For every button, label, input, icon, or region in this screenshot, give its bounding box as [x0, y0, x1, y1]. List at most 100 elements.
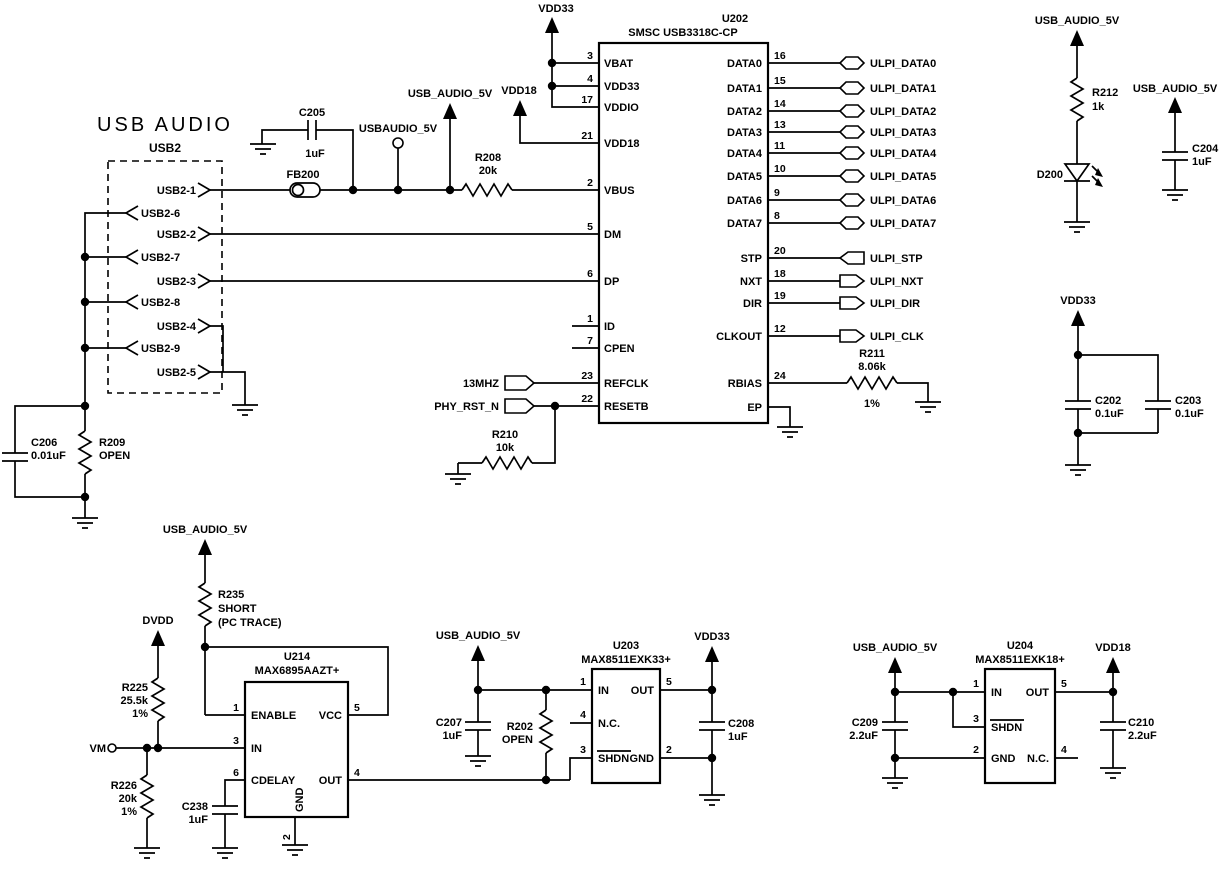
u203-ref: U203	[613, 640, 639, 652]
net-label: PHY_RST_N	[434, 401, 499, 413]
pin-number: 15	[774, 75, 786, 87]
vm-stub-circle	[107, 743, 117, 753]
component-ref: C202	[1095, 395, 1121, 407]
pin-number: 1	[233, 702, 239, 714]
component-note: (PC TRACE)	[218, 617, 282, 629]
component-ref: C205	[299, 107, 325, 119]
u202-ref: U202	[722, 13, 748, 25]
net-label: ULPI_DATA3	[870, 127, 936, 139]
pin-number: 17	[581, 94, 593, 106]
pin-number: 1	[973, 678, 979, 690]
net-label: VDD33	[538, 3, 573, 15]
pin-name: DATA4	[727, 148, 763, 160]
component-value: 1uF	[1192, 156, 1212, 168]
net-label: ULPI_NXT	[870, 276, 923, 288]
net-label: ULPI_DATA0	[870, 58, 936, 70]
component-value: 0.1uF	[1175, 408, 1204, 420]
pin-number: 3	[233, 735, 239, 747]
pin-name: GND	[991, 753, 1016, 765]
pin-number: 4	[580, 709, 586, 721]
usb2-pin-label: USB2-1	[157, 185, 196, 197]
component-ref: R212	[1092, 87, 1118, 99]
pin-name: DATA6	[727, 195, 762, 207]
pin-name: IN	[991, 687, 1002, 699]
component-ref: C208	[728, 718, 754, 730]
pin-name: CPEN	[604, 343, 635, 355]
pin-number: 22	[581, 393, 593, 405]
net-label: VDD18	[501, 85, 536, 97]
usb2-ref: USB2	[149, 141, 181, 155]
pin-name: DP	[604, 276, 619, 288]
net-label: USB_AUDIO_5V	[1035, 15, 1120, 27]
net-label: USBAUDIO_5V	[359, 123, 438, 135]
component-ref: R225	[122, 682, 148, 694]
net-label: ULPI_DATA1	[870, 83, 936, 95]
component-ref: R235	[218, 589, 244, 601]
pin-number: 11	[774, 140, 785, 152]
component-value: 1uF	[728, 731, 748, 743]
component-value: 1uF	[305, 148, 325, 160]
component-value: OPEN	[502, 734, 533, 746]
page-title: USB AUDIO	[97, 114, 233, 136]
u204-ic-body	[983, 667, 1057, 785]
pin-name: OUT	[631, 685, 655, 697]
net-label: ULPI_DATA2	[870, 106, 936, 118]
pin-number: 18	[774, 268, 786, 280]
component-value: 20k	[479, 165, 498, 177]
wires	[14, 33, 1176, 848]
component-value: 2.2uF	[1128, 730, 1157, 742]
net-label: VDD33	[1060, 295, 1095, 307]
net-label: VM	[90, 743, 107, 755]
pin-number: 14	[774, 98, 786, 110]
pin-number: 3	[587, 50, 593, 62]
component-value: 1k	[1092, 101, 1105, 113]
usb2-connector-outline	[107, 160, 223, 394]
usb2-pin-label: USB2-3	[157, 276, 196, 288]
net-label: ULPI_DIR	[870, 298, 920, 310]
pin-name: GND	[630, 753, 655, 765]
net-label: ULPI_CLK	[870, 331, 924, 343]
component-value: OPEN	[99, 450, 130, 462]
pin-name: DATA7	[727, 218, 762, 230]
pin-name: ID	[604, 321, 615, 333]
pin-name: STP	[741, 253, 762, 265]
pin-number: 5	[666, 676, 672, 688]
component-value: 2.2uF	[849, 730, 878, 742]
net-label: ULPI_DATA5	[870, 171, 936, 183]
pin-name: EP	[747, 402, 762, 414]
component-tolerance: 1%	[121, 806, 137, 818]
pin-name: NXT	[740, 276, 762, 288]
u203-ic-body	[590, 667, 662, 785]
net-label: DVDD	[142, 615, 173, 627]
usb2-pin-label: USB2-5	[157, 367, 196, 379]
ground-icons	[72, 143, 1188, 859]
pin-name: DATA1	[727, 83, 762, 95]
net-label: ULPI_DATA7	[870, 218, 936, 230]
component-ref: R210	[492, 429, 518, 441]
capacitor-icons	[2, 120, 1188, 815]
pin-number: 5	[354, 702, 360, 714]
usb2-pin-label: USB2-7	[141, 252, 180, 264]
pin-name: DATA5	[727, 171, 762, 183]
pin-name: DM	[604, 229, 621, 241]
component-ref: R209	[99, 437, 125, 449]
u214-ref: U214	[284, 651, 311, 663]
pin-name: OUT	[1026, 687, 1050, 699]
pin-name: SHDN	[991, 722, 1022, 734]
pin-name: DATA2	[727, 106, 762, 118]
pin-number: 12	[774, 323, 786, 335]
pin-number: 2	[281, 834, 293, 840]
pin-number: 9	[774, 187, 780, 199]
u203-part: MAX8511EXK33+	[581, 654, 671, 666]
pin-number: 4	[587, 73, 593, 85]
component-ref: FB200	[286, 169, 319, 181]
pin-name: VBAT	[604, 58, 633, 70]
pin-number: 3	[973, 713, 979, 725]
net-label: VDD18	[1095, 642, 1130, 654]
u202-ic-body	[597, 41, 770, 425]
pin-number: 20	[774, 245, 786, 257]
pin-number: 1	[580, 676, 586, 688]
component-ref: C210	[1128, 717, 1154, 729]
pin-number: 24	[774, 370, 786, 382]
